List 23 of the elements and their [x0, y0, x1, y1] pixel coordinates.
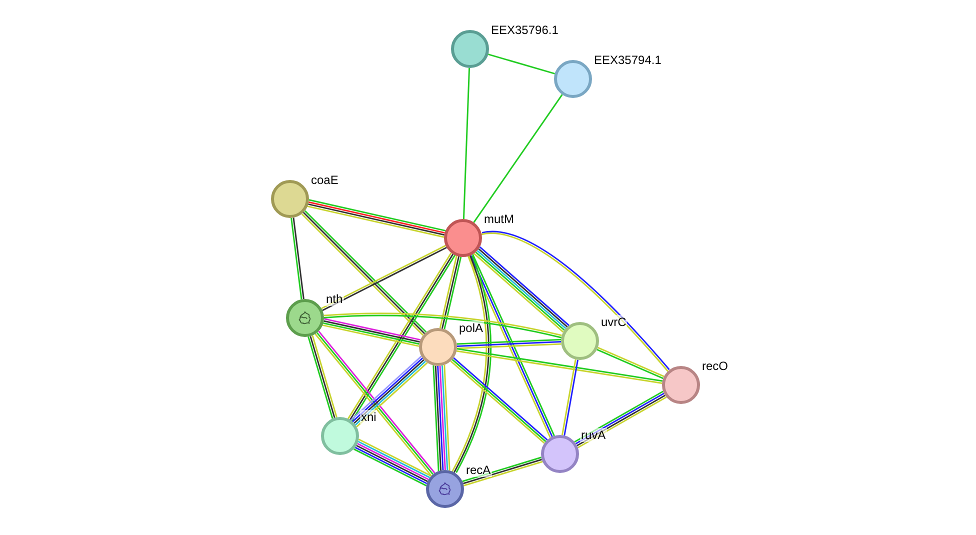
interaction-line: [456, 343, 562, 350]
node-label: nth: [325, 292, 344, 306]
node-label: uvrC: [600, 315, 628, 329]
interaction-line: [473, 94, 563, 223]
node-label: xni: [360, 410, 378, 424]
interaction-line: [462, 68, 470, 220]
node-label: EEX35794.1: [593, 53, 662, 67]
interaction-line: [444, 364, 450, 471]
node-label: coaE: [310, 173, 340, 187]
node-label: ruvA: [580, 428, 607, 442]
interaction-line: [456, 341, 562, 347]
node-label: recO: [701, 359, 730, 373]
node-label: polA: [458, 321, 484, 335]
interaction-line: [441, 365, 448, 470]
interaction-line: [456, 338, 562, 345]
node-label: mutM: [483, 212, 515, 226]
interaction-line: [434, 366, 442, 471]
interaction-line: [439, 366, 446, 470]
interaction-line: [488, 54, 556, 74]
node-label: EEX35796.1: [490, 23, 560, 37]
interaction-line: [437, 366, 444, 470]
node-label: recA: [465, 463, 492, 477]
interaction-line: [432, 365, 440, 472]
